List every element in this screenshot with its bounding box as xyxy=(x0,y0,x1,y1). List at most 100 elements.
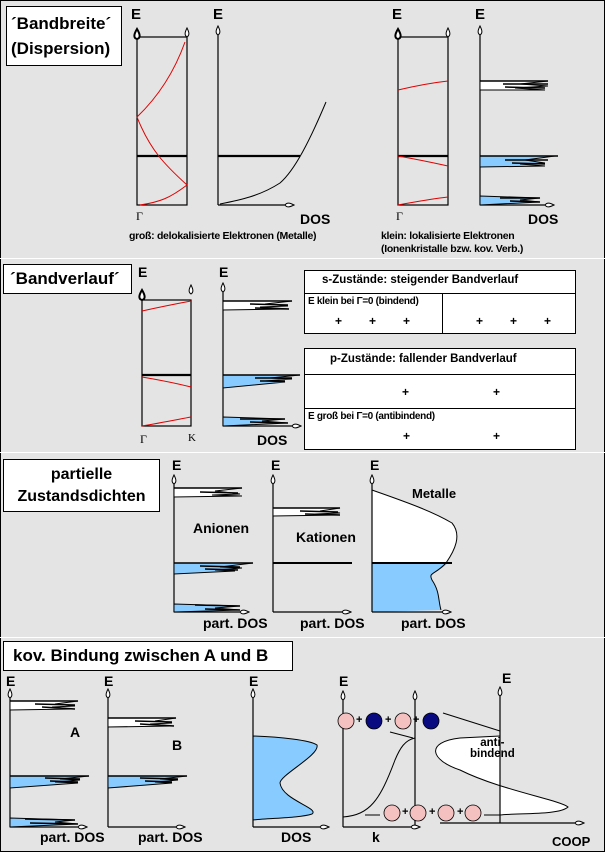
axis-label-energy: E xyxy=(6,673,16,689)
s-table-divider xyxy=(442,293,443,334)
gamma-label: Γ xyxy=(140,432,147,446)
plus-sign: + xyxy=(457,806,464,818)
axis-label-energy: E xyxy=(392,6,403,23)
part-dos-label: part. DOS xyxy=(40,829,105,845)
part-dos-label: part. DOS xyxy=(401,615,466,631)
atom-A-label: A xyxy=(70,724,81,740)
caption-wide-band: groß: delokalisierte Elektronen (Metalle… xyxy=(129,230,317,242)
axis-label-energy: E xyxy=(138,264,148,280)
plus-sign: + xyxy=(413,714,420,726)
orbitals-antibonding-AB xyxy=(337,712,440,730)
band-structure-narrow xyxy=(394,27,451,206)
antibonding-label: anti- bindend xyxy=(470,737,515,760)
part-dos-label: part. DOS xyxy=(203,615,268,631)
plus-sign: + xyxy=(544,314,552,328)
kationen-label: Kationen xyxy=(296,529,356,545)
band-curve xyxy=(136,41,188,206)
axis-label-energy: E xyxy=(502,670,512,686)
p-states-row xyxy=(305,408,575,451)
axis-label-energy: E xyxy=(172,457,182,473)
title-line: Zustandsdichten xyxy=(17,488,146,505)
plus-sign: + xyxy=(493,385,501,399)
label-line: bindend xyxy=(470,748,515,760)
occupied-states xyxy=(372,563,448,612)
s-bonding-label: E klein bei Γ=0 (bindend) xyxy=(308,296,419,307)
dos-bandverlauf xyxy=(220,282,302,429)
pdos-B xyxy=(105,688,188,830)
s-orbital-pink xyxy=(383,804,401,822)
pdos-metalle xyxy=(369,474,458,615)
plus-sign: + xyxy=(402,806,409,818)
axis-label-energy: E xyxy=(104,673,114,689)
axis-label-energy: E xyxy=(370,457,380,473)
metalle-label: Metalle xyxy=(412,486,457,501)
s-orbital-navy xyxy=(422,712,440,730)
dos-curve xyxy=(219,101,327,205)
axis-label-energy: E xyxy=(213,6,224,23)
atom-B-label: B xyxy=(172,737,183,753)
section-title-kov-bindung: kov. Bindung zwischen A und B xyxy=(3,641,293,671)
caption-narrow-band: (Ionenkristalle bzw. kov. Verb.) xyxy=(381,243,524,255)
kappa-label: K xyxy=(188,432,196,444)
s-orbital-pink xyxy=(464,804,482,822)
p-states-row xyxy=(305,374,575,409)
section-title-partielle: partielle Zustandsdichten xyxy=(3,459,160,512)
band-curve xyxy=(141,376,192,388)
pdos-anionen xyxy=(171,474,254,615)
p-antibonding-label: E groß bei Γ=0 (antibindend) xyxy=(308,411,435,422)
gamma-label: Γ xyxy=(396,209,403,223)
band-curve xyxy=(397,80,449,91)
plus-sign: + xyxy=(429,806,436,818)
dos-label: DOS xyxy=(281,829,312,845)
gamma-label: Γ xyxy=(136,209,143,223)
title-line: partielle xyxy=(50,466,113,483)
p-states-table: p-Zustände: fallender Bandverlauf E groß… xyxy=(304,348,576,450)
plus-sign: + xyxy=(385,714,392,726)
plus-sign: + xyxy=(369,314,377,328)
axis-label-energy: E xyxy=(131,6,142,23)
s-orbital-navy xyxy=(365,712,383,730)
s-orbital-pink xyxy=(437,804,455,822)
s-states-table: s-Zustände: steigender Bandverlauf E kle… xyxy=(304,270,576,334)
band-curve xyxy=(141,416,192,427)
axis-label-energy: E xyxy=(219,264,229,280)
band-structure-wide xyxy=(133,27,190,206)
orbitals-bonding-AB xyxy=(383,804,482,822)
s-states-row xyxy=(305,293,575,335)
section-divider xyxy=(0,452,605,453)
band-curve xyxy=(141,300,192,312)
title-line: ´Bandbreite´ xyxy=(11,14,112,33)
unoccupied-states xyxy=(372,490,457,563)
band-curve xyxy=(397,196,449,206)
dos-AB xyxy=(250,688,330,830)
plus-sign: + xyxy=(403,314,411,328)
k-axis-label: k xyxy=(372,829,380,845)
axis-label-energy: E xyxy=(271,457,281,473)
plus-sign: + xyxy=(510,314,518,328)
plus-sign: + xyxy=(402,385,410,399)
label-line: anti- xyxy=(480,737,505,749)
dos-narrow xyxy=(477,25,558,208)
band-structure-gamma-k xyxy=(138,284,194,427)
plus-sign: + xyxy=(335,314,343,328)
dos-label: DOS xyxy=(257,432,288,448)
coop-axis-label: COOP xyxy=(552,834,591,849)
plus-sign: + xyxy=(356,714,363,726)
pdos-kationen xyxy=(270,474,352,615)
s-orbital-pink xyxy=(409,804,427,822)
axis-label-energy: E xyxy=(475,6,486,23)
dos-label: DOS xyxy=(300,211,331,227)
title-line: (Dispersion) xyxy=(11,39,111,58)
anionen-label: Anionen xyxy=(193,520,249,536)
dos-wide xyxy=(215,25,327,208)
s-states-header: s-Zustände: steigender Bandverlauf xyxy=(322,274,519,286)
dos-label: DOS xyxy=(528,211,559,227)
s-orbital-pink xyxy=(337,712,355,730)
section-title-bandverlauf: ´Bandverlauf´ xyxy=(3,264,132,294)
part-dos-label: part. DOS xyxy=(138,829,203,845)
caption-narrow-band: klein: lokalisierte Elektronen xyxy=(381,230,515,242)
section-divider xyxy=(0,637,605,638)
pdos-A xyxy=(7,688,90,830)
band-curve xyxy=(397,155,449,167)
axis-label-energy: E xyxy=(249,673,259,689)
